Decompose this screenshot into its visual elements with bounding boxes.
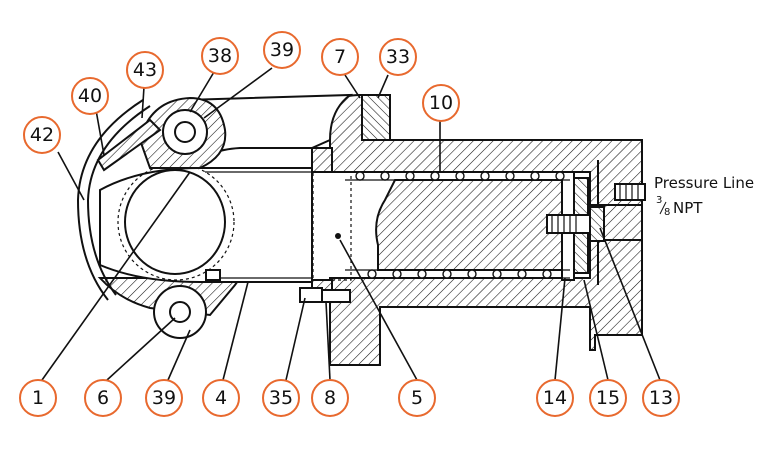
callout-5: 5 (398, 379, 436, 417)
callout-label: 7 (334, 46, 346, 68)
callout-label: 42 (30, 124, 54, 146)
callout-label: 10 (429, 92, 453, 114)
fraction-slash (659, 201, 667, 215)
spring-coils (345, 171, 570, 279)
callout-label: 39 (270, 39, 294, 61)
callout-label: 1 (32, 387, 44, 409)
leader-lines (41, 67, 661, 381)
pressure-line-label: Pressure Line (654, 174, 754, 192)
callout-label: 33 (386, 46, 410, 68)
npt-label: NPT (673, 199, 703, 217)
callout-7: 7 (321, 38, 359, 76)
callout-40: 40 (71, 77, 109, 115)
callout-label: 35 (269, 387, 293, 409)
callout-6: 6 (84, 379, 122, 417)
callout-43: 43 (126, 51, 164, 89)
callout-13: 13 (642, 379, 680, 417)
callout-14: 14 (536, 379, 574, 417)
callout-4: 4 (202, 379, 240, 417)
callout-label: 15 (596, 387, 620, 409)
callout-1: 1 (19, 379, 57, 417)
pressure-line-annotation: Pressure Line 3 8 NPT (654, 174, 754, 218)
piston (375, 160, 646, 285)
callout-label: 38 (208, 45, 232, 67)
callout-label: 40 (78, 85, 102, 107)
callout-label: 13 (649, 387, 673, 409)
callout-label: 6 (97, 387, 109, 409)
callout-39-top: 39 (263, 31, 301, 69)
callout-label: 43 (133, 59, 157, 81)
callout-33: 33 (379, 38, 417, 76)
callout-15: 15 (589, 379, 627, 417)
callout-label: 4 (215, 387, 227, 409)
callout-label: 8 (324, 387, 336, 409)
callout-38: 38 (201, 37, 239, 75)
callout-10: 10 (422, 84, 460, 122)
callout-label: 5 (411, 387, 423, 409)
callout-42: 42 (23, 116, 61, 154)
callout-35: 35 (262, 379, 300, 417)
callout-39-bottom: 39 (145, 379, 183, 417)
callout-label: 14 (543, 387, 567, 409)
callout-8: 8 (311, 379, 349, 417)
fraction-numerator: 3 (656, 195, 662, 206)
clamp-body (76, 93, 354, 339)
fraction-denominator: 8 (664, 207, 670, 218)
callout-label: 39 (152, 387, 176, 409)
